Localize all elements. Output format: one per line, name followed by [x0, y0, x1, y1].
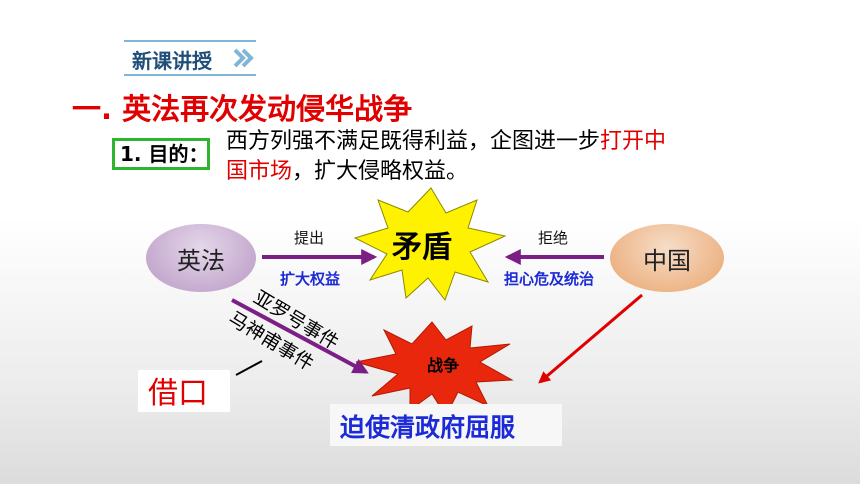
badge-label: 新课讲授 — [132, 49, 212, 73]
goal-label: 1. 目的： — [112, 138, 210, 170]
contradiction-label: 矛盾 — [392, 230, 452, 265]
section-badge: 新课讲授 — [124, 40, 256, 76]
contradiction-star — [353, 187, 507, 302]
pretext-arrow — [231, 298, 369, 374]
node-britain-france: 英法 — [146, 224, 256, 292]
excuse-label: 借口 — [148, 376, 208, 411]
goal-highlight-b: 国市场 — [226, 159, 293, 184]
goal-text-part1: 西方列强不满足既得利益，企图进一步 — [226, 129, 601, 154]
refuse-label: 拒绝 — [538, 229, 569, 247]
goal-text: 西方列强不满足既得利益，企图进一步打开中国市场，扩大侵略权益。 — [226, 127, 746, 187]
fear-rule-label: 担心危及统治 — [504, 270, 595, 288]
node-china: 中国 — [610, 224, 724, 292]
chevron-right-icon — [233, 48, 254, 68]
excuse-box — [138, 370, 230, 412]
goal-highlight-a: 打开中 — [600, 129, 667, 154]
result-label: 迫使清政府屈服 — [340, 413, 516, 442]
demand-label: 提出 — [294, 229, 325, 247]
goal-text-part2: ，扩大侵略权益。 — [292, 159, 469, 184]
expand-rights-label: 扩大权益 — [280, 270, 341, 288]
war-label: 战争 — [427, 356, 460, 375]
result-box — [330, 404, 562, 446]
china-war-arrow — [538, 293, 643, 384]
excuse-connector — [235, 360, 263, 376]
page-title: 一. 英法再次发动侵华战争 — [72, 92, 413, 126]
